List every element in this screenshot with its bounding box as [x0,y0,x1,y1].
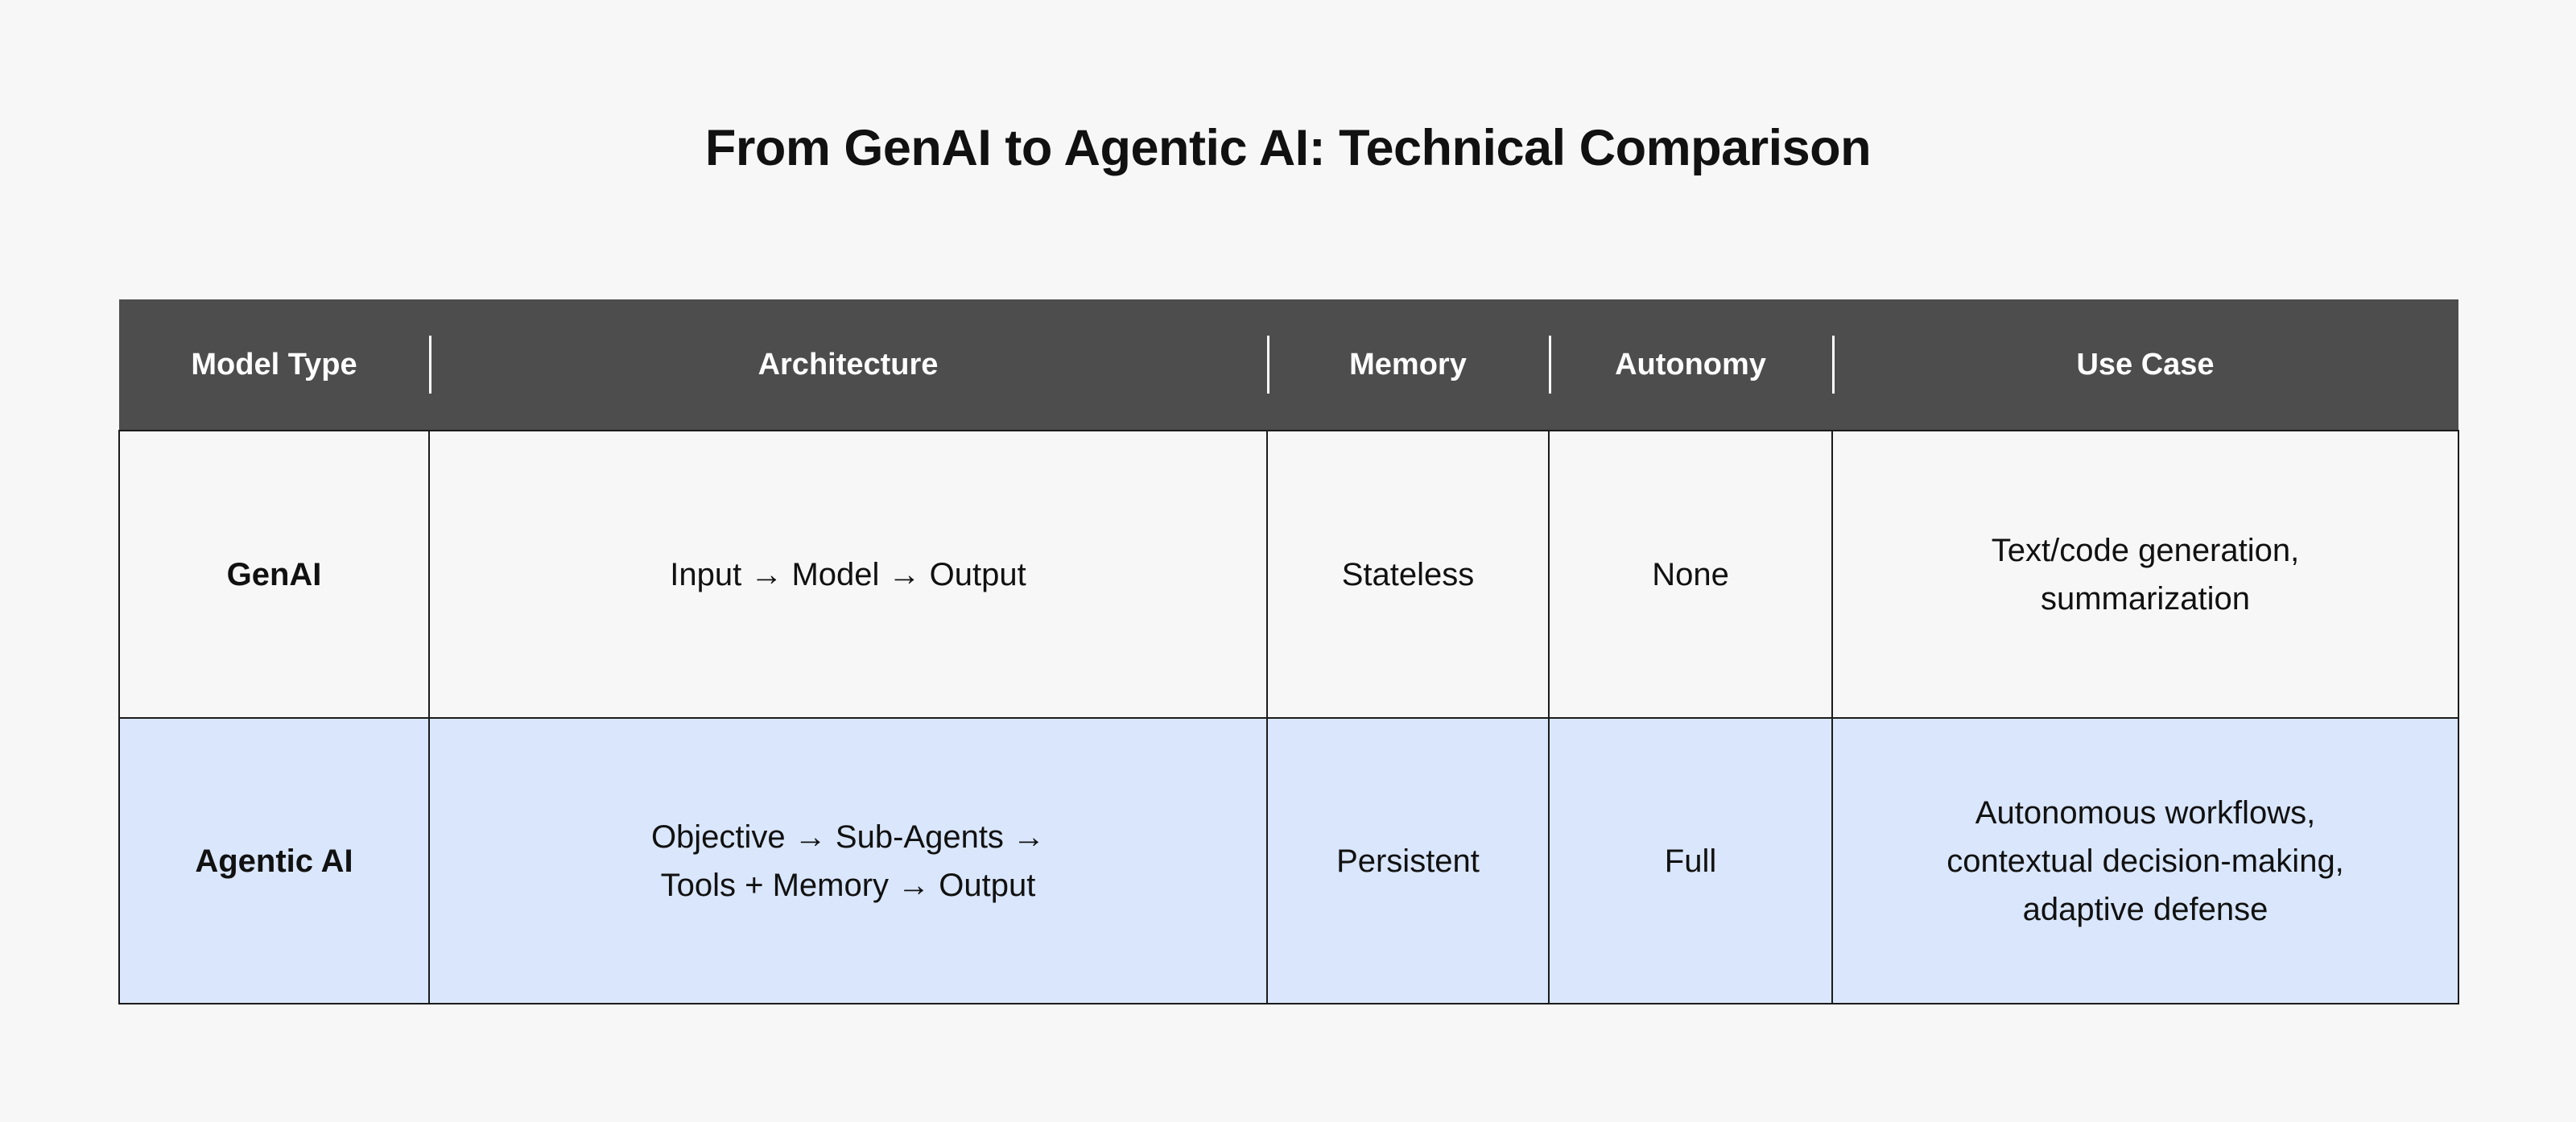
cell-genai-memory: Stateless [1266,430,1550,719]
text-line: adaptive defense [2022,891,2268,927]
cell-agentic-autonomy: Full [1548,717,1833,1004]
cell-agentic-memory: Persistent [1266,717,1550,1004]
table-row-agentic-ai: Agentic AI Objective → Sub-Agents → Tool… [118,717,2459,1004]
cell-genai-use-case: Text/code generation, summarization [1831,430,2459,719]
column-header-memory[interactable]: Memory [1267,299,1549,431]
text-line: Autonomous workflows, [1975,794,2316,831]
page-title: From GenAI to Agentic AI: Technical Comp… [704,120,1872,176]
column-header-autonomy[interactable]: Autonomy [1549,299,1832,431]
column-header-use-case[interactable]: Use Case [1832,299,2458,431]
cell-agentic-use-case: Autonomous workflows, contextual decisio… [1831,717,2459,1004]
table-header-row: Model Type Architecture Memory Autonomy … [119,299,2458,431]
cell-genai-model-type: GenAI [118,430,430,719]
text-line: summarization [2040,580,2251,617]
text-line: contextual decision-making, [1946,843,2344,879]
cell-agentic-architecture: Objective → Sub-Agents → Tools + Memory … [428,717,1268,1004]
column-header-model-type[interactable]: Model Type [119,299,429,431]
comparison-table: Model Type Architecture Memory Autonomy … [118,299,2459,1004]
table-header: Model Type Architecture Memory Autonomy … [119,299,2458,431]
cell-agentic-model-type: Agentic AI [118,717,430,1004]
cell-genai-autonomy: None [1548,430,1833,719]
table-row-genai: GenAI Input → Model → Output Stateless N… [118,430,2459,719]
cell-genai-architecture: Input → Model → Output [428,430,1268,719]
text-line: Objective → Sub-Agents → [650,819,1046,855]
column-header-architecture[interactable]: Architecture [429,299,1267,431]
text-line: Text/code generation, [1991,532,2300,568]
table-body: GenAI Input → Model → Output Stateless N… [118,430,2459,1004]
text-line: Tools + Memory → Output [660,867,1036,903]
text-line: Input → Model → Output [670,556,1026,592]
